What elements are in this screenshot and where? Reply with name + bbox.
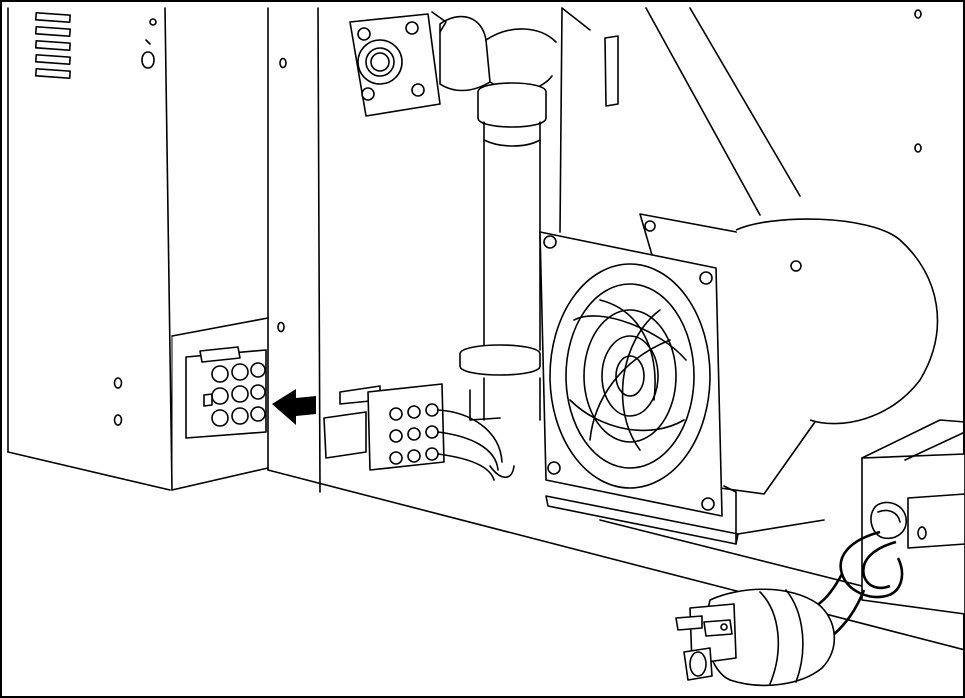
control-box <box>7 7 269 491</box>
back-panels <box>317 7 922 493</box>
nine-pin-plug <box>323 383 515 481</box>
keyhole-slot <box>141 18 157 69</box>
vertical-pipe <box>459 82 547 421</box>
nine-pin-receptacle <box>185 346 267 439</box>
vent-slots <box>34 12 71 79</box>
power-plug <box>675 588 836 687</box>
side-module <box>861 419 965 615</box>
insertion-arrow <box>272 389 316 425</box>
fan-bracket <box>545 485 825 545</box>
cooling-fan <box>539 213 939 517</box>
screws <box>113 57 287 426</box>
